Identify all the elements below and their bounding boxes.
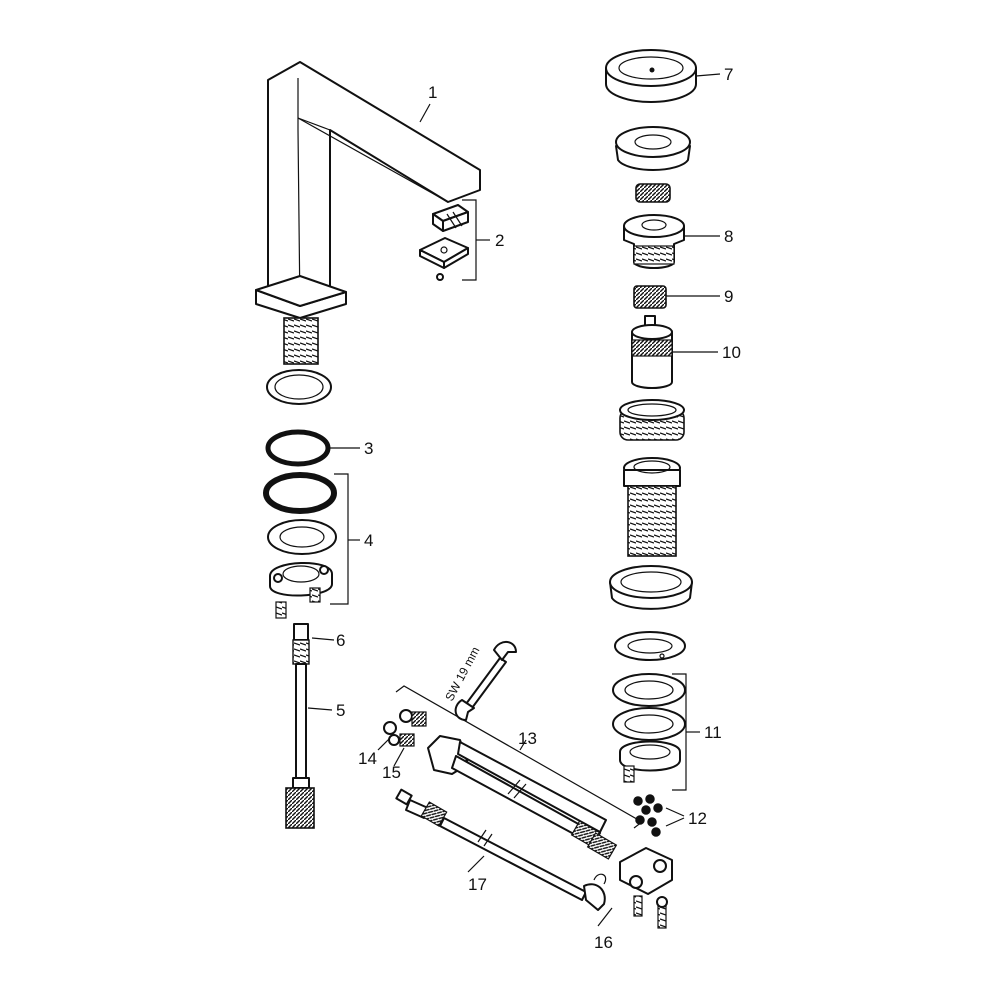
cap-7: [605, 49, 697, 103]
diverter-hose-17: [395, 788, 606, 911]
diverter-block-16: [593, 847, 673, 929]
washer-plate: [614, 631, 686, 661]
wrench: SW 19 mm: [442, 641, 517, 721]
callout-13: 13: [518, 729, 537, 748]
spring: [635, 183, 671, 203]
callout-1: 1: [428, 83, 437, 102]
callout-2: 2: [495, 231, 504, 250]
fittings-14-15: [383, 709, 427, 747]
base-nut: [609, 565, 693, 610]
callout-12: 12: [688, 809, 707, 828]
threaded-shank: [623, 457, 681, 557]
callout-11: 11: [704, 723, 722, 742]
limiter-9: [633, 285, 667, 309]
adapter-8: [623, 214, 685, 269]
lock-nut: [615, 126, 691, 171]
callout-labels: 1 2 3 4 5 6 7 8 9 10 11 12 13 14 15 16 1…: [336, 65, 741, 952]
callout-6: 6: [336, 631, 345, 650]
mounting-set-11: [612, 673, 686, 783]
callout-3: 3: [364, 439, 373, 458]
callout-4: 4: [364, 531, 373, 550]
callout-17: 17: [468, 875, 487, 894]
callout-16: 16: [594, 933, 613, 952]
hose-set-13: [427, 735, 618, 860]
leader-lines: [307, 73, 721, 927]
aerator-parts: [419, 204, 469, 281]
callout-10: 10: [722, 343, 741, 362]
o-ring-set-12: [633, 794, 663, 837]
spout-body: [255, 61, 481, 365]
callout-7: 7: [724, 65, 733, 84]
callout-15: 15: [382, 763, 401, 782]
callout-8: 8: [724, 227, 733, 246]
mounting-set: [263, 472, 337, 619]
cartridge-10: [631, 315, 673, 389]
supply-hose: [285, 623, 315, 829]
callout-5: 5: [336, 701, 345, 720]
callout-9: 9: [724, 287, 733, 306]
o-ring-3: [265, 429, 331, 467]
callout-14: 14: [358, 749, 377, 768]
threaded-ring: [619, 399, 685, 441]
